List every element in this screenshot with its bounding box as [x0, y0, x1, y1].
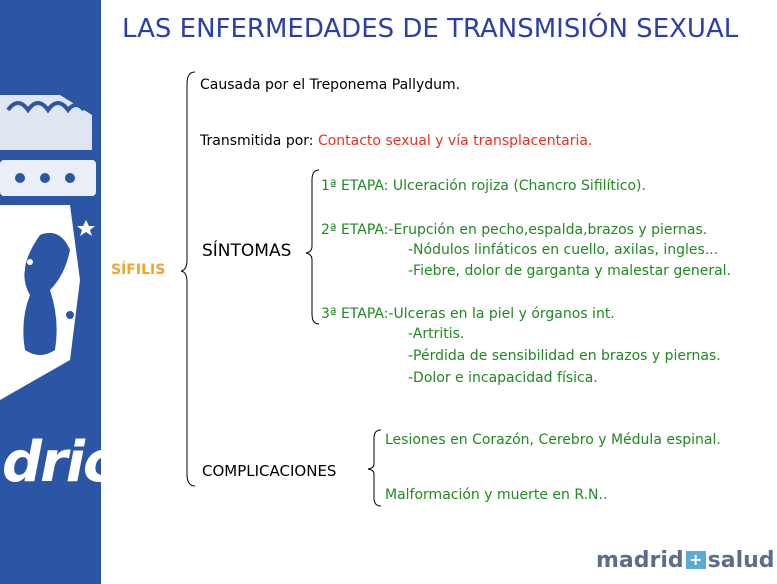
madrid-salud-logo: madrid+salud: [596, 548, 775, 573]
main-brace: [180, 71, 196, 487]
complicacion-1: Lesiones en Corazón, Cerebro y Médula es…: [385, 432, 721, 448]
sintomas-brace: [305, 169, 320, 325]
etapa-3-line-1: 3ª ETAPA:-Ulceras en la piel y órganos i…: [321, 306, 615, 322]
etapa-3-line-3: -Pérdida de sensibilidad en brazos y pie…: [408, 348, 721, 364]
causa-text: Causada por el Treponema Pallydum.: [200, 77, 461, 93]
cross-icon: +: [685, 551, 706, 569]
sidebar-city-text: dric: [2, 430, 101, 495]
page-title: LAS ENFERMEDADES DE TRANSMISIÓN SEXUAL: [122, 14, 739, 44]
etapa-1: 1ª ETAPA: Ulceración rojiza (Chancro Sif…: [321, 178, 646, 194]
complicacion-2: Malformación y muerte en R.N..: [385, 487, 608, 503]
etapa-2-line-2: -Nódulos linfáticos en cuello, axilas, i…: [408, 242, 719, 258]
sintomas-label: SÍNTOMAS: [202, 241, 292, 261]
root-node-sifilis: SÍFILIS: [111, 262, 166, 278]
etapa-3-line-2: -Artritis.: [408, 326, 465, 342]
logo-madrid-text: madrid: [596, 548, 684, 573]
transmision-value: Contacto sexual y vía transplacentaria.: [317, 133, 593, 149]
coat-of-arms-icon: [0, 95, 96, 400]
etapa-3-line-4: -Dolor e incapacidad física.: [408, 370, 598, 386]
logo-salud-text: salud: [707, 548, 775, 573]
etapa-2-line-3: -Fiebre, dolor de garganta y malestar ge…: [408, 263, 732, 279]
complicaciones-brace: [367, 429, 382, 507]
madrid-sidebar-emblem: dric: [0, 0, 101, 584]
etapa-2-line-1: 2ª ETAPA:-Erupción en pecho,espalda,braz…: [321, 222, 708, 238]
complicaciones-label: COMPLICACIONES: [202, 462, 337, 480]
transmision-line: Transmitida por: Contacto sexual y vía t…: [200, 133, 592, 149]
transmision-label: Transmitida por:: [200, 133, 318, 149]
